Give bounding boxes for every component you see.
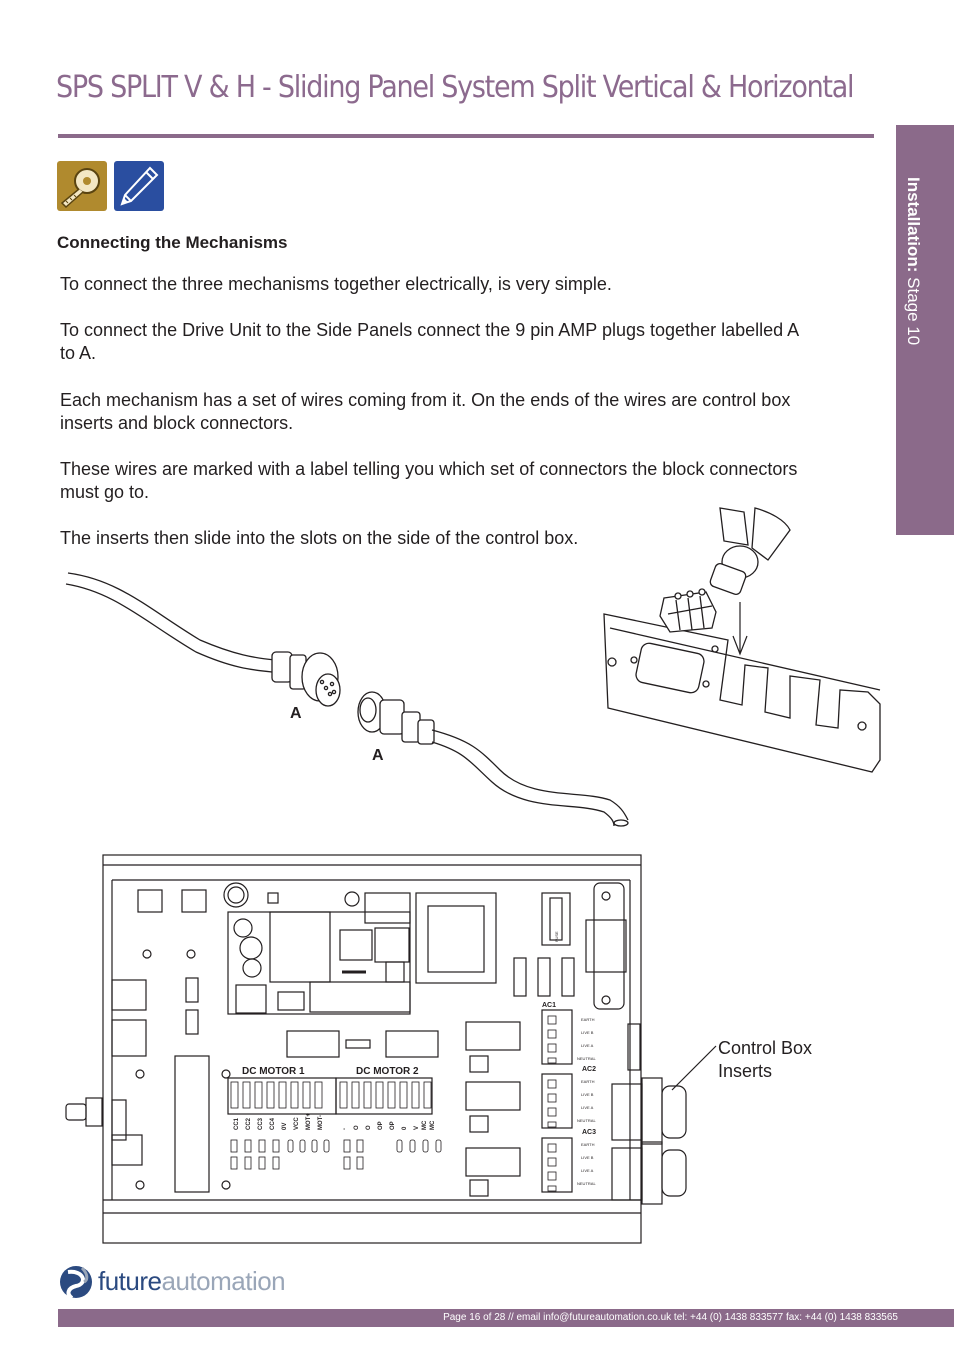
dc-motor-1-label: DC MOTOR 1 xyxy=(242,1066,305,1077)
motor1-pin-cc4: CC4 xyxy=(270,1117,276,1130)
ac2-earth: EARTH xyxy=(581,1079,595,1084)
ac3-live-b: LIVE B xyxy=(581,1155,594,1160)
ac2-neutral: NEUTRAL xyxy=(577,1118,596,1123)
motor1-pin-mot-minus: MOT- xyxy=(318,1115,324,1130)
paragraph-wires: Each mechanism has a set of wires coming… xyxy=(60,390,791,433)
tape-measure-icon xyxy=(57,161,107,211)
motor1-pin-cc3: CC3 xyxy=(258,1117,264,1130)
ac1-neutral: NEUTRAL xyxy=(577,1056,596,1061)
motor1-pin-0v: 0V xyxy=(282,1123,288,1130)
motor2-pin-3: O xyxy=(366,1125,372,1130)
motor2-pin-7: V xyxy=(414,1126,420,1130)
ac2-live-a: LIVE A xyxy=(581,1105,594,1110)
motor1-pin-vcc: VCC xyxy=(294,1117,300,1130)
motor2-pin-2: O xyxy=(354,1125,360,1130)
footer-bar: Page 16 of 28 // email info@futureautoma… xyxy=(58,1309,954,1327)
motor1-pin-mot-plus: MOT+ xyxy=(306,1113,312,1130)
control-box-inserts-callout: Control Box Inserts xyxy=(718,1038,813,1081)
page-title: SPS SPLIT V & H - Sliding Panel System S… xyxy=(56,70,855,105)
paragraph-intro: To connect the three mechanisms together… xyxy=(60,274,612,294)
paragraph-drive-unit: To connect the Drive Unit to the Side Pa… xyxy=(60,320,799,363)
motor2-pin-9: MC xyxy=(430,1120,436,1130)
motor2-pin-1: - xyxy=(342,1128,348,1130)
ac1-label: AC1 xyxy=(542,1002,556,1009)
pencil-icon xyxy=(114,161,164,211)
footer-contact-text: Page 16 of 28 // email info@futureautoma… xyxy=(443,1312,898,1323)
dc-motor-2-label: DC MOTOR 2 xyxy=(356,1066,419,1077)
motor2-pin-8: MC xyxy=(422,1120,428,1130)
motor2-pin-6: 0 xyxy=(402,1126,408,1130)
ac3-live-a: LIVE A xyxy=(581,1168,594,1173)
plug-label-a-right: A xyxy=(372,747,384,764)
motor1-pin-cc1: CC1 xyxy=(234,1117,240,1130)
section-heading: Connecting the Mechanisms xyxy=(57,233,288,252)
paragraph-labels: These wires are marked with a label tell… xyxy=(60,459,798,502)
company-logo: futureautomation xyxy=(58,1262,308,1302)
motor2-pin-5: OP xyxy=(390,1121,396,1130)
ac2-label: AC2 xyxy=(582,1066,596,1073)
fuse-label: FUSE xyxy=(554,931,559,942)
logo-future-text: future xyxy=(98,1266,162,1296)
section-side-tab: Installation: Stage 10 xyxy=(896,125,954,535)
logo-swirl-icon xyxy=(60,1266,92,1300)
motor2-pin-4: OP xyxy=(378,1121,384,1130)
ac3-earth: EARTH xyxy=(581,1142,595,1147)
logo-automation-text: automation xyxy=(161,1266,286,1296)
ac3-label: AC3 xyxy=(582,1129,596,1136)
ac2-live-b: LIVE B xyxy=(581,1092,594,1097)
paragraph-inserts: The inserts then slide into the slots on… xyxy=(60,528,579,548)
ac3-neutral: NEUTRAL xyxy=(577,1181,596,1186)
ac1-live-b: LIVE B xyxy=(581,1030,594,1035)
motor1-pin-cc2: CC2 xyxy=(246,1117,252,1130)
ac1-earth: EARTH xyxy=(581,1017,595,1022)
logo-wordmark: futureautomation xyxy=(98,1266,286,1297)
plug-label-a-left: A xyxy=(290,705,302,722)
ac1-live-a: LIVE A xyxy=(581,1043,594,1048)
title-divider xyxy=(58,134,874,138)
